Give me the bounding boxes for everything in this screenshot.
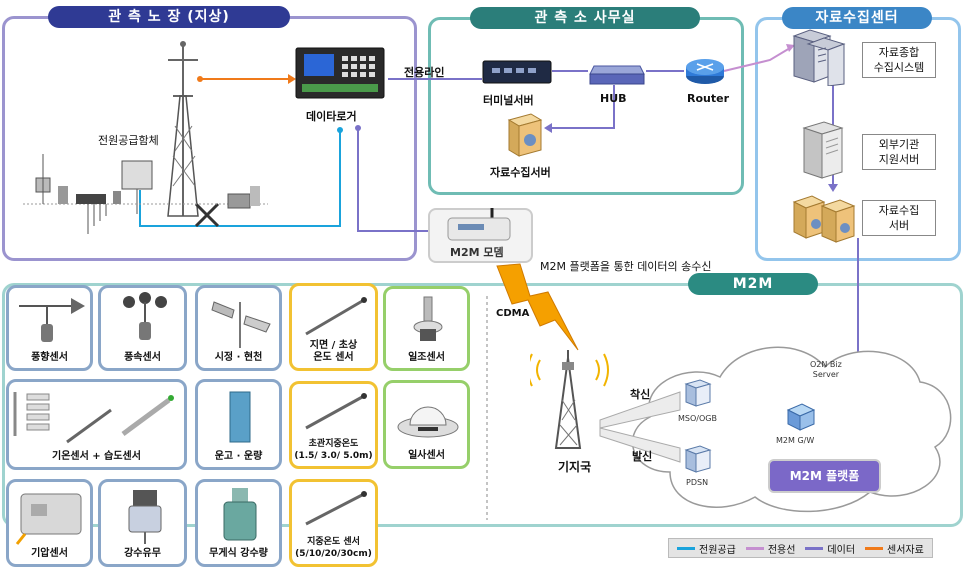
sensor-name: 일사센서 xyxy=(408,450,445,461)
datalogger-label: 데이타로거 xyxy=(306,110,357,123)
external-server-box: 외부기관 지원서버 xyxy=(862,134,936,170)
center-collection-server-icon xyxy=(792,195,856,243)
collection-server-icon xyxy=(507,113,543,157)
modem-icon xyxy=(447,208,511,241)
sensor-name: 기온센서 + 습도센서 xyxy=(52,451,141,462)
sensor-surface-temp: 지면 / 초상 온도 센서 xyxy=(289,283,378,371)
base-station-tower xyxy=(530,350,609,449)
sensor-soil-temp: 지중온도 센서 (5/10/20/30cm) xyxy=(289,479,378,567)
datalogger-icon xyxy=(295,47,385,99)
pdsn-label: PDSN xyxy=(686,478,709,487)
weather-tower xyxy=(23,41,268,234)
legend-leased: 전용선 xyxy=(745,541,796,556)
legend-sensor-label: 센서자료 xyxy=(887,544,924,556)
legend-data: 데이터 xyxy=(805,541,855,556)
sensor-sunshine: 일조센서 xyxy=(383,286,470,371)
sensor-solar-radiation: 일사센서 xyxy=(383,380,470,469)
modem-label: M2M 모뎀 xyxy=(450,246,504,259)
external-server-icon xyxy=(802,121,844,179)
outgoing-label: 발신 xyxy=(632,450,653,463)
terminal-server-icon xyxy=(482,60,552,84)
office-collection-server-label: 자료수집서버 xyxy=(490,166,551,179)
power-box-label: 전원공급함체 xyxy=(98,134,159,147)
center-collection-server-box: 자료수집 서버 xyxy=(862,200,936,236)
sensor-name: 일조센서 xyxy=(408,352,445,363)
base-station-label: 기지국 xyxy=(558,460,592,474)
sensor-name: 초관지중온도 (1.5/ 3.0/ 5.0m) xyxy=(294,439,373,461)
cdma-label: CDMA xyxy=(496,308,530,319)
sensor-name: 풍향센서 xyxy=(31,352,68,363)
sensor-name: 기압센서 xyxy=(31,548,68,559)
sensor-wind-direction: 풍향센서 xyxy=(6,285,93,371)
m2m-platform-badge: M2M 플랫폼 xyxy=(768,459,881,493)
legend-sensor: 센서자료 xyxy=(865,541,924,556)
obs-field-title: 관 측 노 장 (지상) xyxy=(48,6,290,28)
sensor-deep-soil-temp: 초관지중온도 (1.5/ 3.0/ 5.0m) xyxy=(289,381,378,469)
sensor-name: 시정 · 현천 xyxy=(214,352,263,363)
legend-power-label: 전원공급 xyxy=(699,544,736,556)
data-center-title: 자료수집센터 xyxy=(782,7,932,29)
obs-office-panel xyxy=(428,17,744,195)
gw-label: M2M G/W xyxy=(776,436,815,445)
sensor-weighing-rain-gauge: 무게식 강수량 xyxy=(195,479,282,567)
pdsn-icon xyxy=(684,445,712,473)
sensor-cloud-height: 운고 · 운량 xyxy=(195,379,282,470)
sensor-name: 강수유무 xyxy=(124,548,161,559)
msc-label: MSO/OGB xyxy=(678,414,717,423)
m2m-caption: M2M 플랫폼을 통한 데이터의 송수신 xyxy=(540,260,712,273)
biz-server-label: O2N Biz Server xyxy=(810,360,842,379)
sensor-wind-speed: 풍속센서 xyxy=(98,285,187,371)
sensor-name: 무게식 강수량 xyxy=(209,548,268,559)
incoming-label: 착신 xyxy=(630,388,651,401)
router-label: Router xyxy=(687,92,730,105)
legend-power: 전원공급 xyxy=(677,541,736,556)
sensor-rain-detect: 강수유무 xyxy=(98,479,187,567)
sensor-name: 운고 · 운량 xyxy=(214,451,263,462)
m2m-title: M2M xyxy=(688,273,818,295)
legend-leased-label: 전용선 xyxy=(767,544,796,556)
sensor-name: 풍속센서 xyxy=(124,352,161,363)
base-station-links xyxy=(599,391,681,463)
legend-data-label: 데이터 xyxy=(827,544,856,556)
msc-icon xyxy=(684,379,712,407)
leased-line-label: 전용라인 xyxy=(404,66,445,79)
sensor-name: 지면 / 초상 온도 센서 xyxy=(309,340,358,363)
legend: 전원공급 전용선 데이터 센서자료 xyxy=(668,538,933,558)
sensor-name: 지중온도 센서 (5/10/20/30cm) xyxy=(295,537,372,559)
sensor-pressure: 기압센서 xyxy=(6,479,93,567)
integrated-system-icon xyxy=(792,29,846,86)
sensor-temp-humidity: 기온센서 + 습도센서 xyxy=(6,379,187,470)
integrated-system-box: 자료종합 수집시스템 xyxy=(862,42,936,78)
gw-icon xyxy=(786,403,816,431)
terminal-server-label: 터미널서버 xyxy=(483,94,534,107)
sensor-visibility: 시정 · 현천 xyxy=(195,285,282,371)
hub-icon xyxy=(589,65,645,85)
router-icon xyxy=(686,59,724,84)
hub-label: HUB xyxy=(600,92,627,105)
obs-office-title: 관 측 소 사무실 xyxy=(470,7,700,29)
